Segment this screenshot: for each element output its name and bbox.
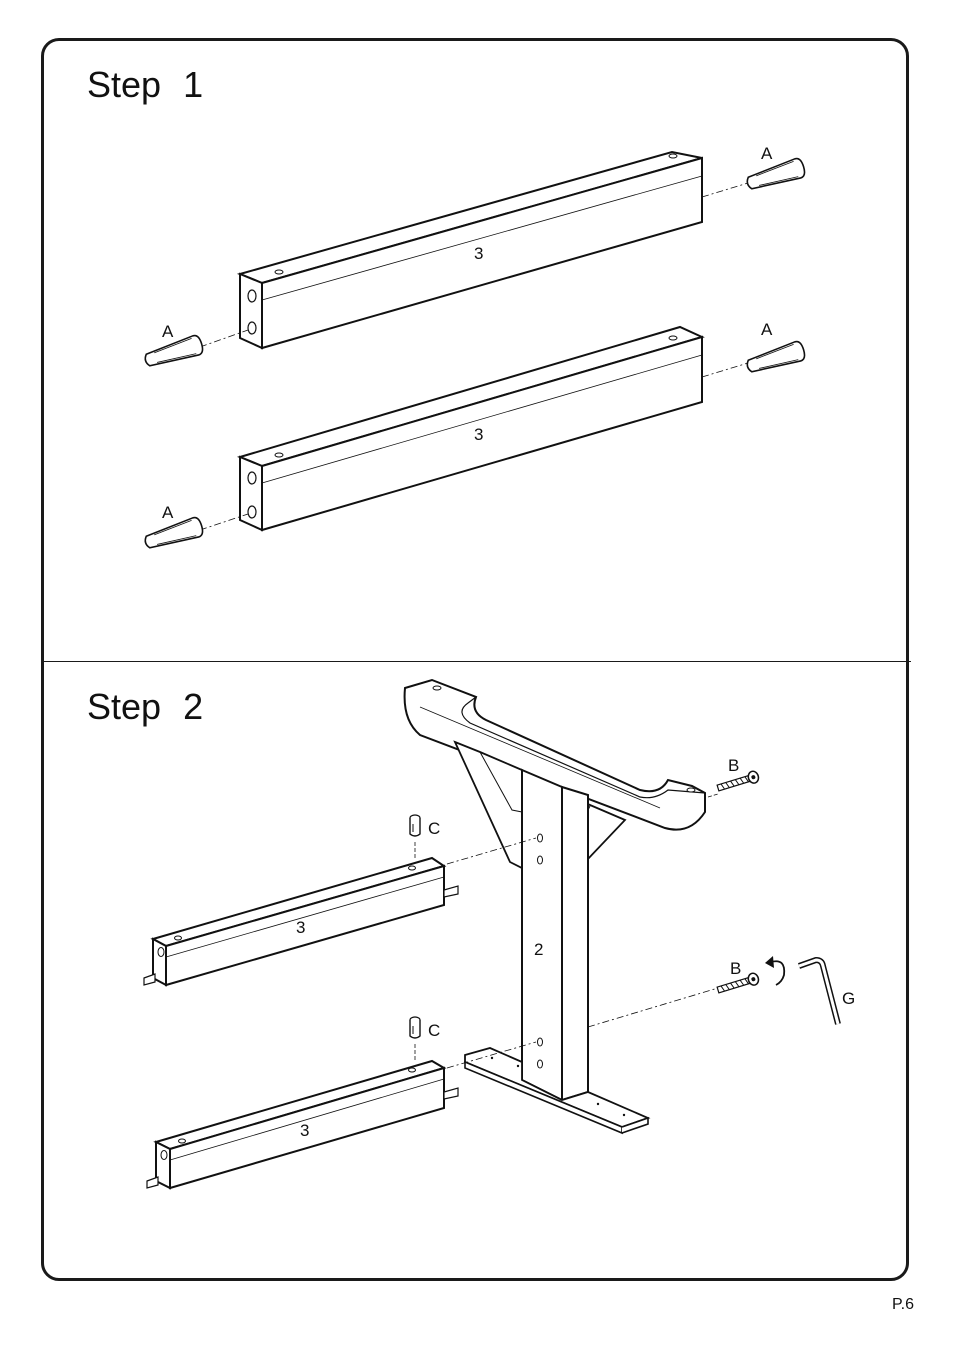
leg-assembly-part-2: 2	[405, 680, 705, 1133]
dowel-label-right-bottom: A	[761, 320, 773, 339]
dowel-label-right-top: A	[761, 144, 773, 163]
step2-rail-top-label: 3	[296, 918, 305, 937]
dowel-a-step1-right-bottom	[745, 340, 807, 376]
dowel-a-step1-right-top	[745, 157, 807, 193]
step2-rail-bottom: 3	[147, 1061, 458, 1188]
step2-rail-top: 3	[144, 858, 458, 985]
step1-rail-bottom: 3	[240, 327, 702, 530]
allen-key-icon	[799, 960, 838, 1024]
step2-rail-bottom-label: 3	[300, 1121, 309, 1140]
barrel-nut-label-top: C	[428, 819, 440, 838]
leg-label: 2	[534, 940, 543, 959]
dowel-label-left-bottom: A	[162, 503, 174, 522]
dowel-a-step1-left-top	[143, 334, 205, 370]
barrel-nut-label-bottom: C	[428, 1021, 440, 1040]
step1-rail-top-label: 3	[474, 244, 483, 263]
bolt-label-top: B	[728, 756, 739, 775]
allen-key-label: G	[842, 989, 855, 1008]
bolt-label-bottom: B	[730, 959, 741, 978]
dowel-a-step1-left-bottom	[143, 516, 205, 552]
rotation-arrow-icon	[765, 956, 784, 985]
step1-rail-top: 3	[240, 152, 702, 348]
dowel-label-left-top: A	[162, 322, 174, 341]
page-number: P.6	[892, 1296, 914, 1314]
barrel-nut-c-top	[410, 815, 420, 836]
step1-rail-bottom-label: 3	[474, 425, 483, 444]
barrel-nut-c-bottom	[410, 1017, 420, 1038]
